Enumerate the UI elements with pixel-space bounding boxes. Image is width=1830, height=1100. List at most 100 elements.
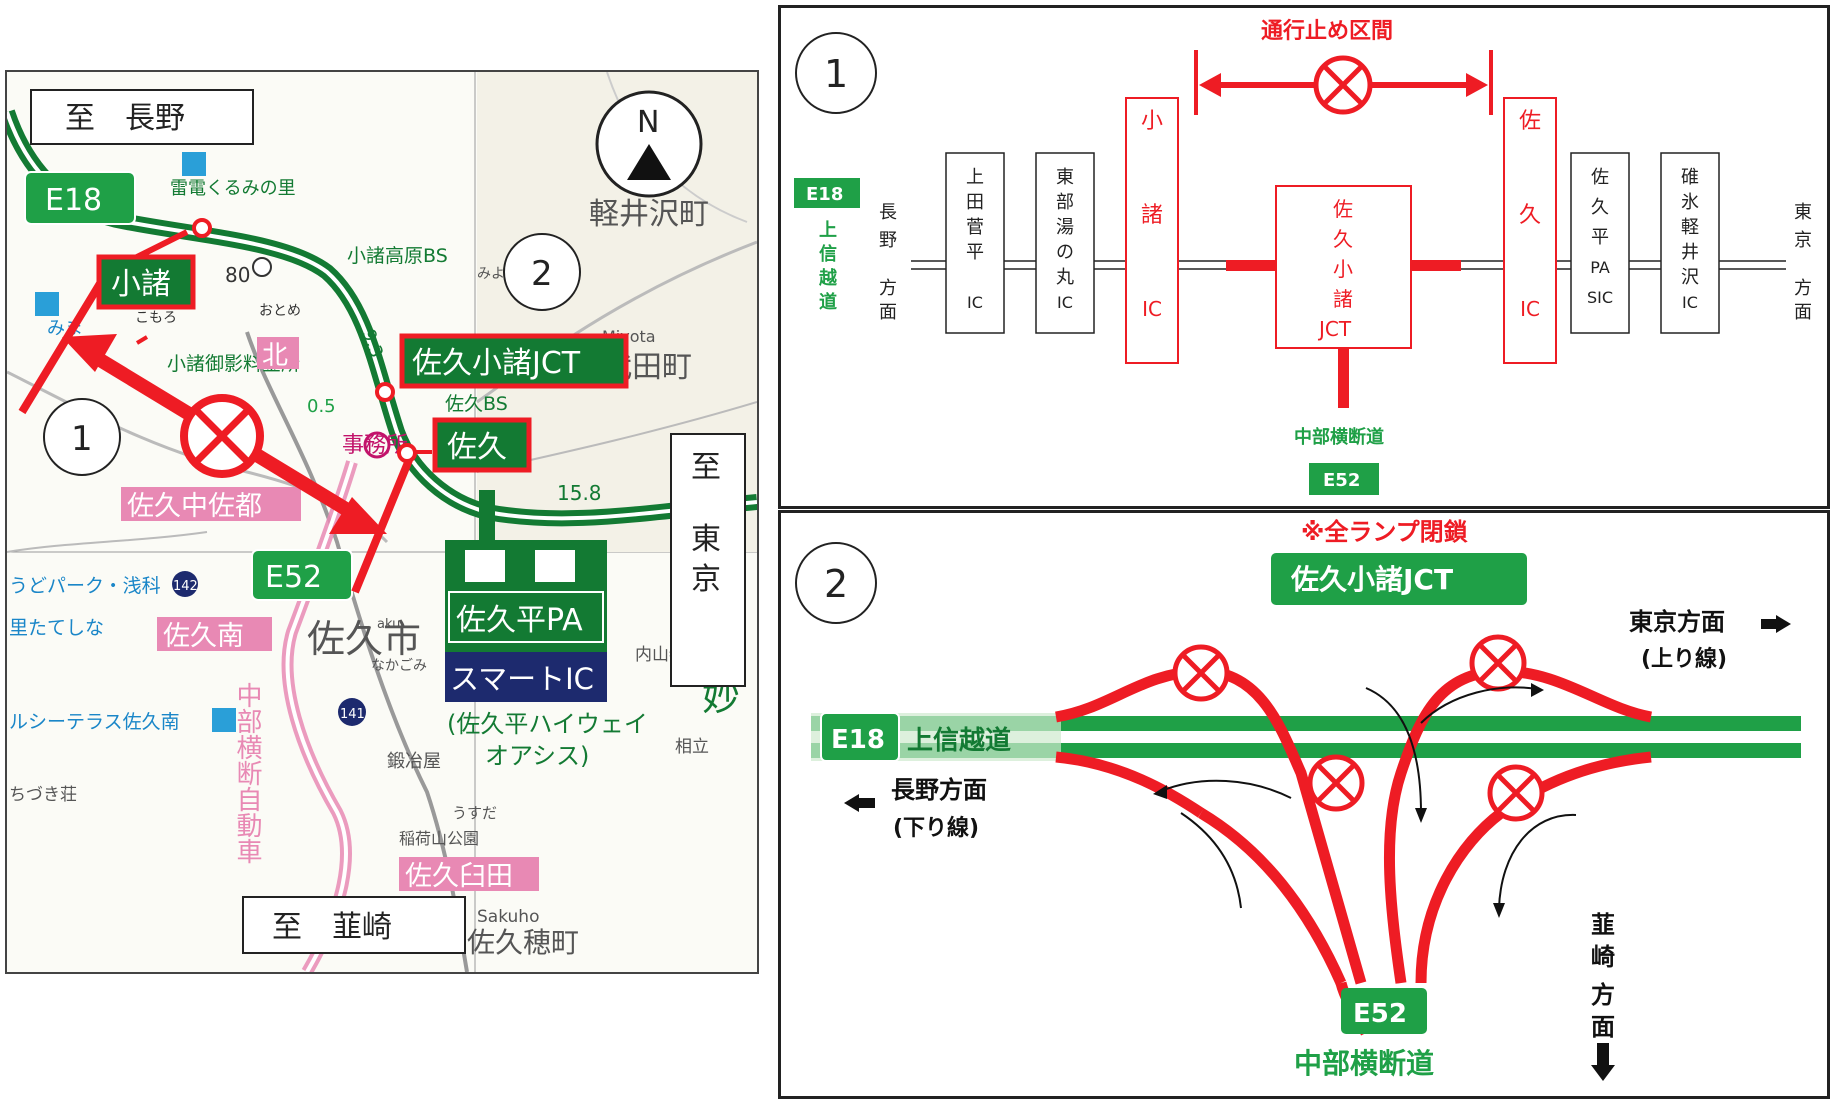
- ramp-closed-note: ※全ランプ閉鎖: [1301, 518, 1469, 546]
- e52-badge-label: E52: [1323, 470, 1360, 491]
- closure-section-diagram: 1 通行止め区間 E18 上 信 越 道 長 野 方 面 東 京 方 面 上田菅…: [778, 5, 1830, 509]
- closed-icon: [1172, 644, 1230, 702]
- ic-box-text: 佐: [1591, 167, 1609, 188]
- ic-box: [1660, 152, 1720, 334]
- closed-icon-cross: [1322, 64, 1364, 106]
- ic-box-text: PA: [1590, 258, 1610, 277]
- ic-label: 佐久臼田: [405, 861, 513, 892]
- smart-ic-label: スマートIC: [450, 662, 594, 696]
- ic-box-text: 平: [1591, 227, 1609, 248]
- place-label: うすだ: [452, 804, 497, 822]
- callout-2-circle: [503, 233, 581, 311]
- dir-char: 面: [879, 302, 897, 323]
- callout-1-label: 1: [71, 419, 93, 459]
- place-label: ちづき荘: [9, 785, 77, 805]
- dest-tokyo-box: [670, 433, 746, 687]
- dir-tokyo-vertical: 東 京 方 面: [1794, 202, 1812, 323]
- route-shield-icon: [338, 698, 366, 726]
- town-label-en: Sakuho: [477, 907, 539, 927]
- city-label: 佐久市: [307, 617, 421, 661]
- ic-tag: [157, 617, 272, 651]
- closed-icon: [1469, 634, 1527, 692]
- closed-link: [1226, 260, 1276, 271]
- ic-box-text: 久: [1519, 203, 1541, 228]
- komoro-leader-line: [18, 269, 111, 415]
- place-label: ルシーテラス佐久南: [9, 711, 180, 733]
- ic-box-text: IC: [1682, 293, 1698, 312]
- ic-tag: [399, 857, 539, 891]
- michinoeki-icon: [182, 152, 206, 176]
- e18-badge-label: E18: [45, 183, 102, 218]
- ic-box-text: IC: [1520, 297, 1540, 321]
- closed-section-label: 通行止め区間: [1261, 18, 1393, 44]
- diagram1-number-circle: [795, 32, 877, 114]
- flow-arrow: [1180, 812, 1242, 909]
- e18-badge: [794, 178, 860, 208]
- jct-tag: [399, 333, 629, 389]
- jct-box: [1275, 185, 1412, 349]
- callout-1-circle: [43, 398, 121, 476]
- arrow-head-icon: [1531, 683, 1544, 697]
- e18-badge: [24, 171, 136, 225]
- closure-arrow-head-icon: [329, 497, 387, 534]
- komoro-ic-tag: [96, 254, 196, 310]
- closed-icon-cross: [194, 408, 250, 464]
- town-label: 軽井沢町: [589, 197, 709, 232]
- ic-box-text: 諸: [1141, 203, 1163, 228]
- ic-label: 北: [262, 341, 288, 371]
- minor-road: [7, 531, 208, 553]
- ic-box-text: 東: [1056, 167, 1074, 188]
- jct-title-badge: [1271, 553, 1527, 605]
- dest-nirasaki-box: [242, 896, 466, 954]
- dir-nagano-sub: (下り線): [893, 815, 979, 841]
- ic-box-text: SIC: [1587, 288, 1613, 307]
- ramp-line: [1055, 751, 1205, 818]
- chubu-label: 中部横断道: [1294, 426, 1384, 448]
- area-map: 80 こもろ おとめ 0.5 15.8 9.3 雷電くるみの里 小諸高原BS 小…: [5, 70, 759, 974]
- ic-box-text: 碓: [1681, 167, 1699, 188]
- dir-char: 面: [1794, 302, 1812, 323]
- saku-ic-label: 佐久: [447, 430, 507, 465]
- dir-char: 方: [1794, 278, 1812, 299]
- oasis-label: オアシス): [485, 742, 589, 770]
- dir-char: 東: [1794, 202, 1812, 223]
- jct-char: 佐: [1333, 197, 1353, 221]
- distance-label: 15.8: [557, 481, 602, 505]
- map-canvas: 80 こもろ おとめ 0.5 15.8 9.3 雷電くるみの里 小諸高原BS 小…: [7, 72, 757, 972]
- busstop-label: 佐久BS: [445, 393, 508, 415]
- ic-box-text: 丸: [1056, 267, 1074, 288]
- arrow-head-icon: [1493, 903, 1505, 918]
- flow-arrow: [1160, 779, 1292, 799]
- road-char: 越: [818, 267, 838, 289]
- flow-arrow: [1498, 813, 1577, 909]
- distance-label: 0.5: [307, 396, 336, 417]
- diagram1-canvas: 1 通行止め区間 E18 上 信 越 道 長 野 方 面 東 京 方 面 上田菅…: [794, 18, 1812, 495]
- jct-box-label: 佐 久 小 諸 JCT: [1317, 197, 1353, 341]
- arrow-left-icon: [844, 794, 859, 812]
- michinoeki-icon: [35, 292, 59, 316]
- jct-ramp-diagram: 2 ※全ランプ閉鎖 佐久小諸JCT E18 上信越道: [778, 510, 1830, 1099]
- e18-badge: [820, 712, 900, 762]
- oasis-label: (佐久平ハイウェイ: [447, 710, 648, 738]
- jct-marker: [375, 382, 395, 402]
- busstop-label: 小諸高原BS: [347, 245, 448, 267]
- arrow-down-icon: [1591, 1065, 1615, 1081]
- jct-title: 佐久小諸JCT: [1290, 563, 1453, 596]
- e52-badge: [251, 549, 353, 601]
- e18-badge-label: E18: [806, 184, 843, 205]
- ic-box-text: 上: [966, 167, 984, 188]
- ic-box: [1035, 152, 1095, 334]
- place-label: こもろ: [135, 310, 177, 326]
- ic-box-text: 部: [1056, 192, 1074, 213]
- office-icon: [363, 431, 391, 459]
- jct-char: 久: [1333, 227, 1353, 251]
- callout-2-label: 2: [531, 254, 553, 294]
- closed-ic-box: [1125, 97, 1179, 364]
- arrow-left-icon: [1199, 73, 1221, 97]
- road-char: 信: [819, 243, 837, 265]
- dir-nirasaki-vertical: 韮 崎 方 面: [1591, 911, 1615, 1041]
- arrow-head-icon: [1415, 808, 1427, 823]
- ic-box-text: 小: [1141, 109, 1163, 134]
- ic-box-text: 菅: [966, 217, 984, 238]
